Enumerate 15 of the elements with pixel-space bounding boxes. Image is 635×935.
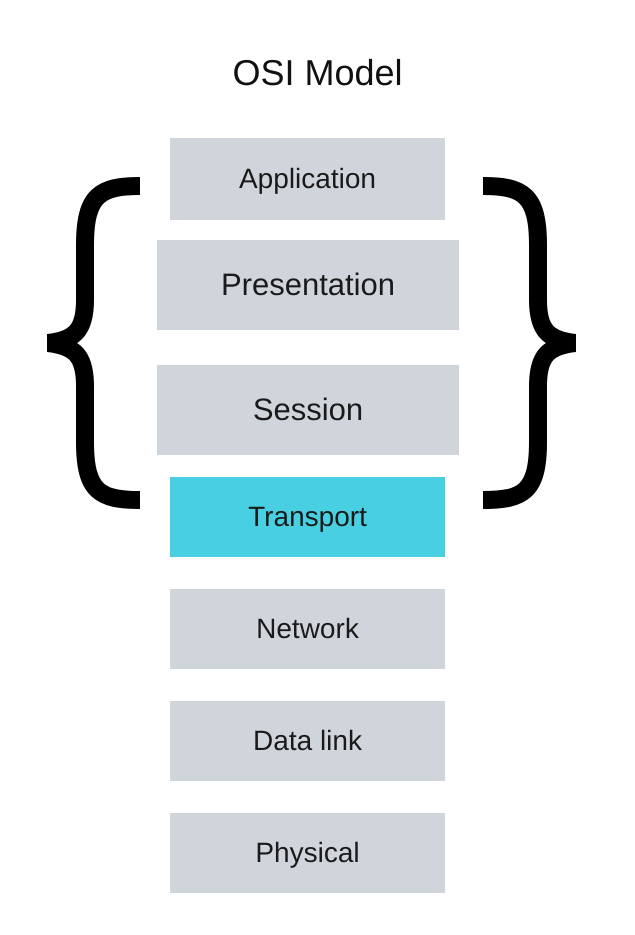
layer-box	[157, 240, 459, 330]
layer-box	[170, 477, 445, 557]
layer-box	[157, 365, 459, 455]
layer-box	[170, 138, 445, 220]
layer-label: Data link	[253, 725, 362, 757]
layer-label: Transport	[248, 501, 367, 533]
layer-label: Presentation	[220, 267, 396, 303]
layer-box	[170, 813, 445, 893]
diagram-title: OSI Model	[231, 52, 404, 94]
layer-label: Physical	[255, 837, 360, 869]
layer-label: Session	[252, 392, 364, 428]
layer-box	[170, 589, 445, 669]
layer-label: Application	[239, 163, 376, 195]
layer-box	[170, 701, 445, 781]
layer-label: Network	[256, 613, 359, 645]
